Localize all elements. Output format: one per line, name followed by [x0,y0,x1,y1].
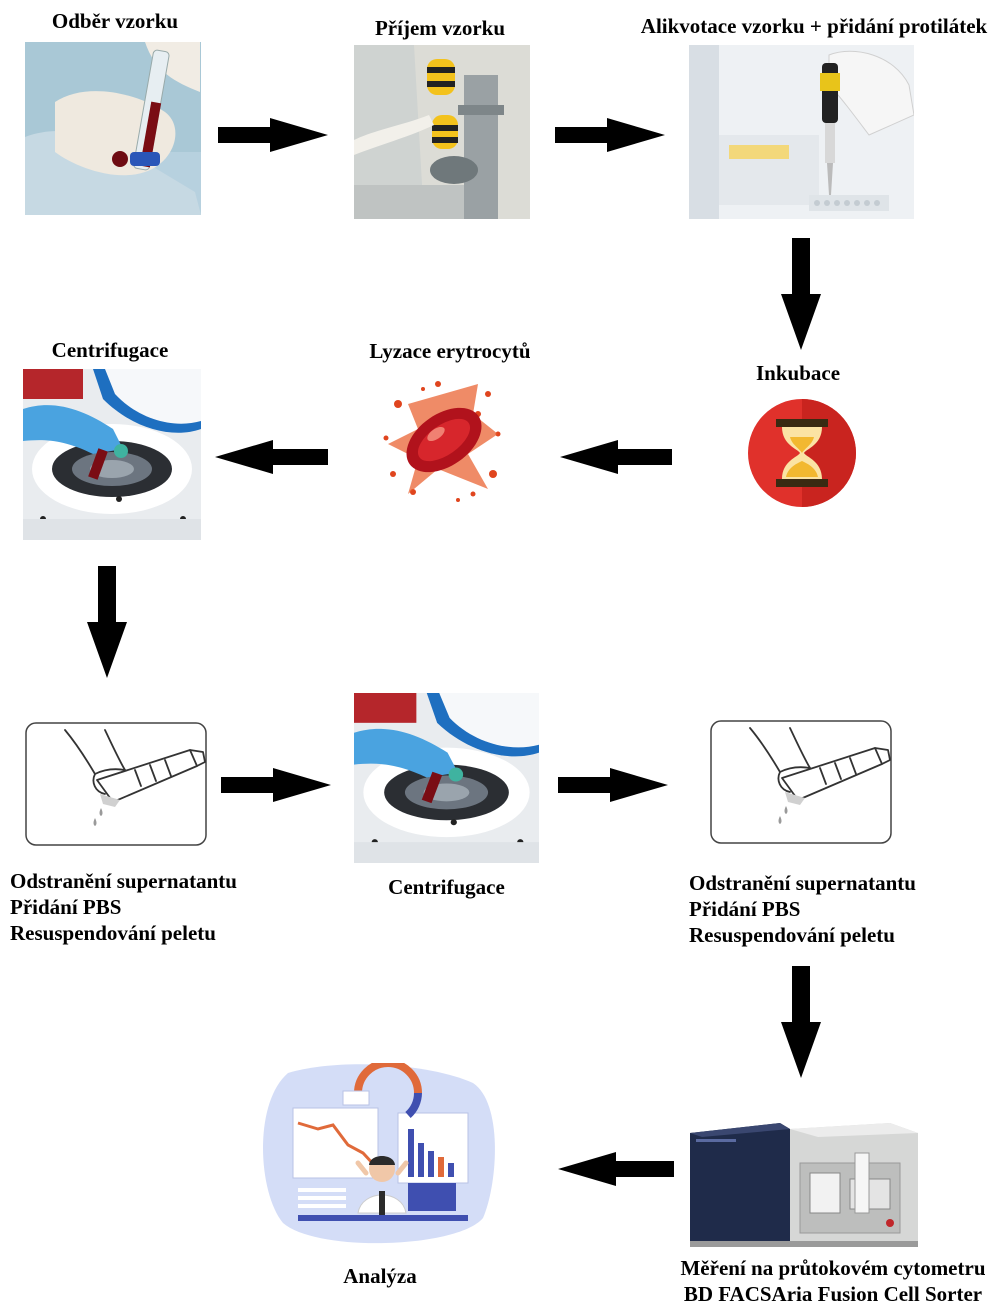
arrow-left-3 [558,1152,674,1186]
step-label-centrifugace-1: Centrifugace [51,338,169,362]
analysis-image [258,1063,496,1245]
sample-receipt-image [354,45,530,219]
step-line: Přidání PBS [689,897,801,921]
arrow-right-1 [218,118,328,152]
blood-draw-image [25,42,201,215]
incubation-image [746,397,858,509]
pneumatic-tube-sample-receipt-icon [354,45,530,219]
step-label-alikvotace: Alikvotace vzorku + přidání protilátek [640,14,988,38]
step-label-analyza: Analýza [343,1264,417,1288]
hourglass-icon [748,399,856,507]
step-label-odber: Odběr vzorku [51,9,179,33]
arrow-right-2 [555,118,665,152]
flow-cytometer-icon [690,1123,918,1247]
arrow-down-2 [87,566,127,678]
centrifuge-image-2 [354,693,539,863]
tube-pouring-icon [25,722,207,846]
cell-lysis-image [378,374,508,506]
step-line: Odstranění supernatantu [689,871,916,895]
centrifuge-image-1 [23,369,201,540]
arrow-left-1 [560,440,672,474]
step-line: Měření na průtokovém cytometru [680,1256,986,1280]
step-label-centrifugace-2: Centrifugace [388,875,505,899]
arrow-right-4 [558,768,668,802]
step-label-supernatant-2: Odstranění supernatantu Přidání PBS Resu… [689,870,916,948]
step-label-lyzace: Lyzace erytrocytů [369,339,531,363]
arrow-down-3 [781,966,821,1078]
red-blood-cell-burst-icon [383,381,501,502]
pipette-image [689,45,914,219]
arrow-down-1 [781,238,821,350]
tube-pouring-image-1 [25,722,207,846]
step-label-prijem: Příjem vzorku [374,16,506,40]
data-analysis-icon [263,1063,495,1244]
arrow-right-3 [221,768,331,802]
arrow-left-2 [215,440,328,474]
step-line: Resuspendování peletu [10,921,216,945]
step-line: Přidání PBS [10,895,122,919]
step-line: BD FACSAria Fusion Cell Sorter [683,1282,983,1306]
step-label-inkubace: Inkubace [755,361,841,385]
pipette-icon [689,45,914,219]
step-label-cytometer: Měření na průtokovém cytometru BD FACSAr… [660,1255,1006,1307]
step-line: Resuspendování peletu [689,923,895,947]
blood-draw-syringe-icon [25,42,201,215]
centrifuge-icon [354,693,539,863]
tube-pouring-image-2 [710,720,892,844]
step-line: Odstranění supernatantu [10,869,237,893]
tube-pouring-icon [710,720,892,844]
flow-cytometer-image [690,1123,918,1247]
step-label-supernatant-1: Odstranění supernatantu Přidání PBS Resu… [10,868,237,946]
centrifuge-icon [23,369,201,540]
